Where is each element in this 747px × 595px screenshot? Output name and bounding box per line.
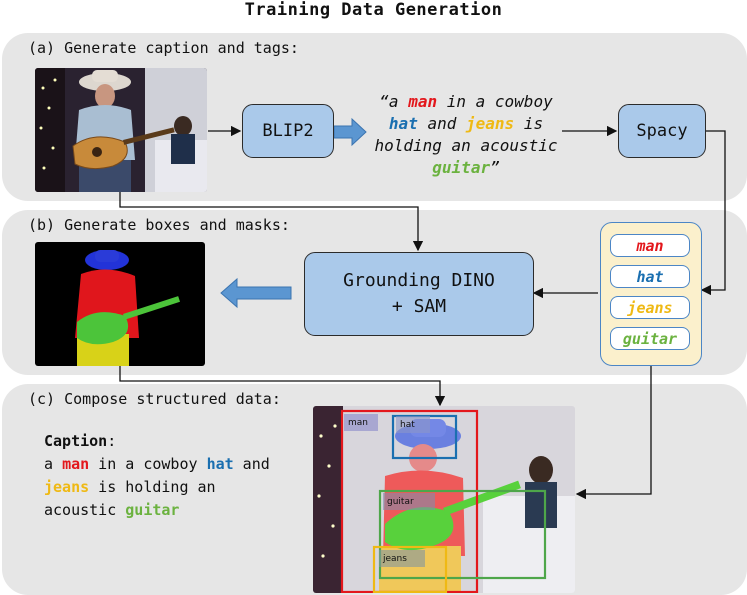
panel-b-label: (b) Generate boxes and masks: bbox=[28, 216, 290, 234]
grounding-dino-sam-box: Grounding DINO + SAM bbox=[304, 252, 534, 336]
detection-box-guitar bbox=[378, 489, 547, 580]
caption-keyword-man: man bbox=[62, 455, 90, 473]
quote-text: is bbox=[514, 114, 544, 133]
arrow-photo-to-grounding bbox=[119, 192, 424, 252]
composed-illustration bbox=[313, 406, 575, 593]
arrow-tags-to-compose bbox=[575, 364, 652, 500]
quote-text: holding an acoustic bbox=[374, 136, 558, 155]
quote-text: and bbox=[417, 114, 466, 133]
caption-keyword-guitar: guitar bbox=[125, 501, 180, 519]
quote-keyword-jeans: jeans bbox=[466, 114, 515, 133]
quote-text: “a bbox=[379, 92, 409, 111]
tag-jeans: jeans bbox=[610, 296, 690, 319]
blip2-output-arrow bbox=[333, 117, 367, 147]
blip2-box: BLIP2 bbox=[242, 104, 334, 158]
panel-c-label: (c) Compose structured data: bbox=[28, 390, 281, 408]
detection-label-guitar: guitar bbox=[383, 493, 435, 510]
caption-text: : bbox=[107, 432, 117, 450]
caption-text: and bbox=[233, 455, 270, 473]
arrow-spacy-to-tags bbox=[700, 130, 726, 296]
blip2-label: BLIP2 bbox=[262, 121, 314, 141]
grounding-label-line1: Grounding DINO bbox=[343, 270, 495, 291]
spacy-box: Spacy bbox=[618, 104, 706, 158]
panel-a-label: (a) Generate caption and tags: bbox=[28, 39, 299, 57]
detection-label-man: man bbox=[344, 414, 378, 431]
grounding-label-line2: + SAM bbox=[391, 296, 447, 317]
caption-keyword-hat: hat bbox=[206, 455, 234, 473]
quote-text: in a cowboy bbox=[437, 92, 553, 111]
generated-caption: “a man in a cowboy hat and jeans is hold… bbox=[368, 91, 564, 179]
mask-illustration bbox=[35, 242, 205, 366]
input-photo bbox=[35, 68, 207, 192]
caption-text: is holding an bbox=[89, 478, 216, 496]
quote-keyword-guitar: guitar bbox=[432, 158, 491, 177]
arrow-mask-to-compose bbox=[119, 366, 446, 407]
quote-keyword-man: man bbox=[408, 92, 438, 111]
structured-caption: Caption: a man in a cowboy hat and jeans… bbox=[44, 430, 294, 522]
quote-keyword-hat: hat bbox=[388, 114, 418, 133]
tag-man: man bbox=[610, 234, 690, 257]
composed-image: man hat guitar jeans bbox=[313, 406, 575, 593]
tag-guitar: guitar bbox=[610, 327, 690, 350]
photo-illustration bbox=[35, 68, 207, 192]
diagram-title: Training Data Generation bbox=[244, 0, 503, 20]
caption-label: Caption bbox=[44, 432, 108, 450]
caption-text: in a cowboy bbox=[89, 455, 207, 473]
caption-text: a bbox=[44, 455, 63, 473]
caption-text: acoustic bbox=[44, 501, 126, 519]
tags-panel: man hat jeans guitar bbox=[600, 222, 702, 366]
tag-hat: hat bbox=[610, 265, 690, 288]
quote-text: ” bbox=[490, 158, 500, 177]
spacy-label: Spacy bbox=[636, 121, 688, 141]
grounding-output-arrow bbox=[220, 277, 292, 309]
caption-keyword-jeans: jeans bbox=[44, 478, 90, 496]
detection-label-hat: hat bbox=[396, 416, 430, 433]
mask-image bbox=[35, 242, 205, 366]
detection-label-jeans: jeans bbox=[379, 550, 425, 567]
detection-box-jeans bbox=[372, 545, 448, 593]
